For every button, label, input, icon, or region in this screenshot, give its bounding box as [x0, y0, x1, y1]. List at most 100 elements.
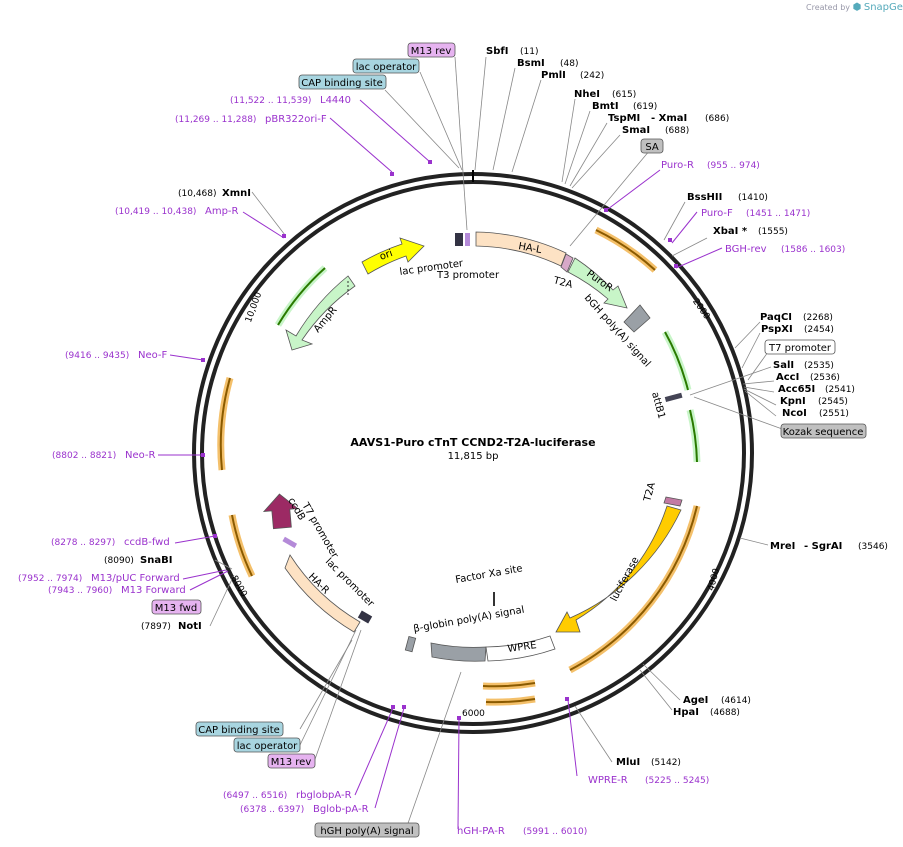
ha-r-feature[interactable]	[284, 554, 361, 633]
enzyme-bmti-pos: (619)	[633, 102, 657, 112]
enzyme-acc65i-pos: (2541)	[825, 385, 855, 395]
box-m13fwd[interactable]: M13 fwd	[151, 599, 202, 615]
primer-wpre-r[interactable]: WPRE-R	[588, 775, 628, 786]
enzyme-acc65i[interactable]: Acc65I	[778, 384, 815, 395]
enzyme-hpai-pos: (4688)	[710, 708, 740, 718]
t2a-mid-label: T2A	[642, 481, 658, 504]
attb1-label: attB1	[649, 391, 667, 420]
luciferase-feature[interactable]	[555, 505, 682, 633]
enzyme-snabi[interactable]: SnaBI	[140, 555, 172, 566]
credit: Created by ⬢ SnapGene	[806, 2, 903, 13]
enzyme-bsmi-pos: (48)	[560, 59, 578, 69]
puror-feature[interactable]	[567, 257, 628, 309]
enzyme-hpai[interactable]: HpaI	[673, 707, 699, 718]
primer-bgh-rev[interactable]: BGH-rev	[725, 244, 767, 255]
primer-rbglobpa-r[interactable]: rbglobpA-R	[296, 790, 352, 801]
enzyme-nhei-pos: (615)	[612, 90, 636, 100]
enzyme-kpni[interactable]: KpnI	[780, 396, 806, 407]
primer-ccdb-pos: (8278 .. 8297)	[51, 538, 115, 548]
primer-neo-f-pos: (9416 .. 9435)	[65, 351, 129, 361]
box-t7-promoter[interactable]: T7 promoter	[764, 339, 836, 355]
enzyme-paqci[interactable]: PaqCI	[760, 312, 792, 323]
primer-m13puc-forward[interactable]: M13/pUC Forward	[91, 573, 180, 584]
primer-labels: Puro-R (955 .. 974) Puro-F (1451 .. 1471…	[18, 95, 845, 837]
primer-m13-forward[interactable]: M13 Forward	[121, 585, 186, 596]
enzyme-tspmi[interactable]: TspMI	[608, 113, 640, 124]
t2a-top-feature	[560, 253, 574, 273]
lac-promoter-marker	[455, 233, 463, 246]
wpre-feature[interactable]	[485, 635, 556, 662]
enzyme-bmti[interactable]: BmtI	[592, 101, 619, 112]
enzyme-ncoi[interactable]: NcoI	[782, 408, 807, 419]
tick-10000: 10,000	[244, 291, 264, 324]
enzyme-tspmi-pos: (686)	[705, 114, 729, 124]
enzyme-xbai-pos: (1555)	[758, 227, 788, 237]
primer-puro-f-pos: (1451 .. 1471)	[746, 209, 810, 219]
wpre-label: WPRE	[507, 640, 537, 655]
primer-puro-f[interactable]: Puro-F	[701, 208, 733, 219]
primer-puro-r[interactable]: Puro-R	[661, 160, 694, 171]
ccdb-feature[interactable]	[262, 493, 299, 530]
primer-puro-r-pos: (955 .. 974)	[707, 161, 760, 171]
cap-bottom-text: CAP binding site	[198, 725, 280, 736]
enzyme-pspxi[interactable]: PspXI	[761, 324, 793, 335]
snapgene-logo-icon: ⬢	[852, 2, 862, 13]
enzyme-bsshii[interactable]: BssHII	[687, 192, 722, 203]
box-cap-bottom[interactable]: CAP binding site	[195, 721, 284, 737]
box-m13rev-bottom[interactable]: M13 rev	[267, 753, 316, 769]
box-cap-top[interactable]: CAP binding site	[298, 74, 387, 90]
m13rev-bottom-text: M13 rev	[271, 757, 312, 768]
factor-xa-label: Factor Xa site	[455, 563, 524, 586]
box-sa[interactable]: SA	[640, 138, 664, 154]
enzyme-agei[interactable]: AgeI	[683, 695, 708, 706]
enzyme-pmli[interactable]: PmlI	[541, 70, 566, 81]
map-title: AAVS1-Puro cTnT CCND2-T2A-luciferase	[350, 436, 595, 449]
primer-l4440-pos: (11,522 .. 11,539)	[230, 96, 311, 106]
primer-neo-r[interactable]: Neo-R	[125, 450, 156, 461]
enzyme-mrei[interactable]: MreI	[770, 541, 795, 552]
box-lac-operator-bottom[interactable]: lac operator	[233, 737, 301, 753]
primer-l4440[interactable]: L4440	[320, 95, 351, 106]
enzyme-acci[interactable]: AccI	[776, 372, 799, 383]
box-kozak[interactable]: Kozak sequence	[780, 423, 867, 439]
ori-feature[interactable]	[361, 237, 425, 275]
t2a-top-label: T2A	[551, 275, 574, 291]
enzyme-bsmi[interactable]: BsmI	[517, 58, 545, 69]
box-m13rev-top[interactable]: M13 rev	[407, 42, 456, 58]
enzyme-xmni[interactable]: XmnI	[222, 188, 251, 199]
kozak-text: Kozak sequence	[783, 427, 864, 438]
enzyme-mlui-pos: (5142)	[651, 758, 681, 768]
credit-prefix: Created by	[806, 3, 851, 12]
primer-amp-r-pos: (10,419 .. 10,438)	[115, 207, 196, 217]
box-lac-operator-top[interactable]: lac operator	[352, 58, 420, 74]
enzyme-smai[interactable]: SmaI	[622, 125, 650, 136]
orange-arcs	[217, 226, 701, 706]
enzyme-sbfi[interactable]: SbfI	[486, 46, 508, 57]
hgh-text: hGH poly(A) signal	[320, 826, 413, 837]
primer-ticks	[201, 160, 678, 720]
enzyme-sali-pos: (2535)	[804, 361, 834, 371]
enzyme-nhei[interactable]: NheI	[574, 89, 600, 100]
enzyme-agei-pos: (4614)	[721, 696, 751, 706]
ampr-feature[interactable]	[285, 275, 356, 351]
primer-hgh-pa-r[interactable]: hGH-PA-R	[457, 826, 505, 837]
primer-neo-f[interactable]: Neo-F	[138, 350, 168, 361]
enzyme-sgrai[interactable]: - SgrAI	[804, 541, 842, 552]
primer-m13-forward-pos: (7943 .. 7960)	[48, 586, 112, 596]
enzyme-mlui[interactable]: MluI	[616, 757, 640, 768]
t3-promoter-marker	[465, 233, 470, 246]
primer-bglob-pa-r[interactable]: Bglob-pA-R	[313, 804, 369, 815]
enzyme-xmai[interactable]: - XmaI	[651, 113, 687, 124]
lac-operator-top-text: lac operator	[356, 62, 417, 73]
primer-rbglob-pos: (6497 .. 6516)	[223, 791, 287, 801]
attb1-marker	[664, 392, 683, 402]
primer-ccdb-fwd[interactable]: ccdB-fwd	[124, 537, 170, 548]
enzyme-mrei-pos: (3546)	[858, 542, 888, 552]
enzyme-sali[interactable]: SalI	[773, 360, 794, 371]
enzyme-xbai[interactable]: XbaI *	[713, 226, 748, 237]
box-hgh[interactable]: hGH poly(A) signal	[314, 822, 420, 838]
enzyme-noti[interactable]: NotI	[178, 621, 202, 632]
primer-amp-r[interactable]: Amp-R	[205, 206, 239, 217]
primer-pbr322ori-f[interactable]: pBR322ori-F	[265, 114, 327, 125]
green-arcs	[274, 265, 701, 463]
